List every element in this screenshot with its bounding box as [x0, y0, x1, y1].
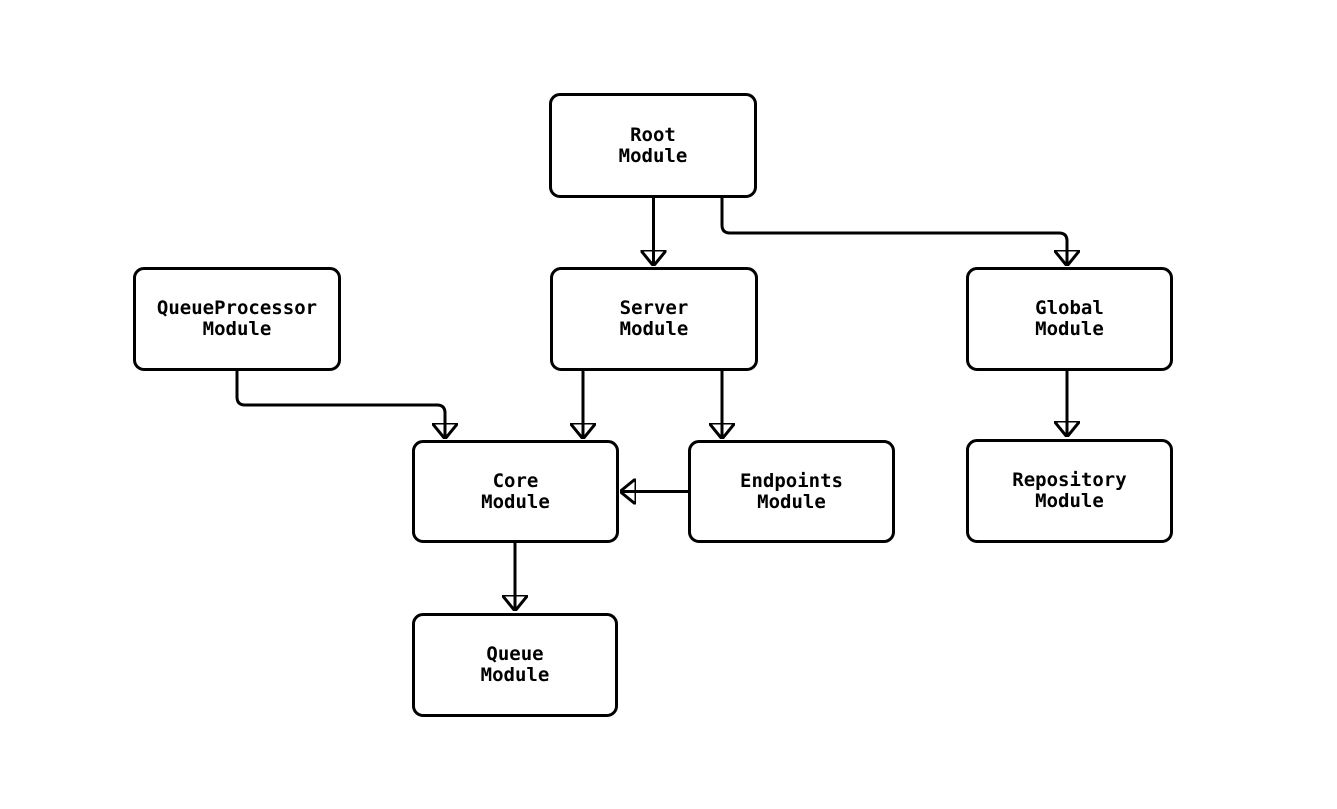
node-queueprocessor-module: QueueProcessor Module — [133, 267, 341, 371]
node-repository-module-label: Repository Module — [1012, 469, 1127, 512]
edge-queueprocessor-to-core — [235, 371, 445, 439]
node-root-module-label: Root Module — [618, 123, 688, 167]
node-repository-module: Repository Module — [966, 439, 1173, 543]
node-server-module: Server Module — [550, 267, 758, 371]
node-queue-module-label: Queue Module — [480, 643, 550, 686]
node-root-module: Root Module — [549, 93, 757, 198]
node-endpoints-module: Endpoints Module — [688, 440, 895, 543]
node-queue-module: Queue Module — [412, 613, 618, 717]
node-server-module-label: Server Module — [619, 297, 689, 340]
node-core-module: Core Module — [412, 440, 619, 543]
node-core-module-label: Core Module — [481, 469, 550, 513]
node-endpoints-module-label: Endpoints Module — [740, 469, 843, 513]
node-global-module-label: Global Module — [1035, 297, 1104, 340]
edge-root-to-global — [720, 198, 1067, 266]
node-global-module: Global Module — [966, 267, 1173, 371]
node-queueprocessor-module-label: QueueProcessor Module — [156, 297, 318, 340]
